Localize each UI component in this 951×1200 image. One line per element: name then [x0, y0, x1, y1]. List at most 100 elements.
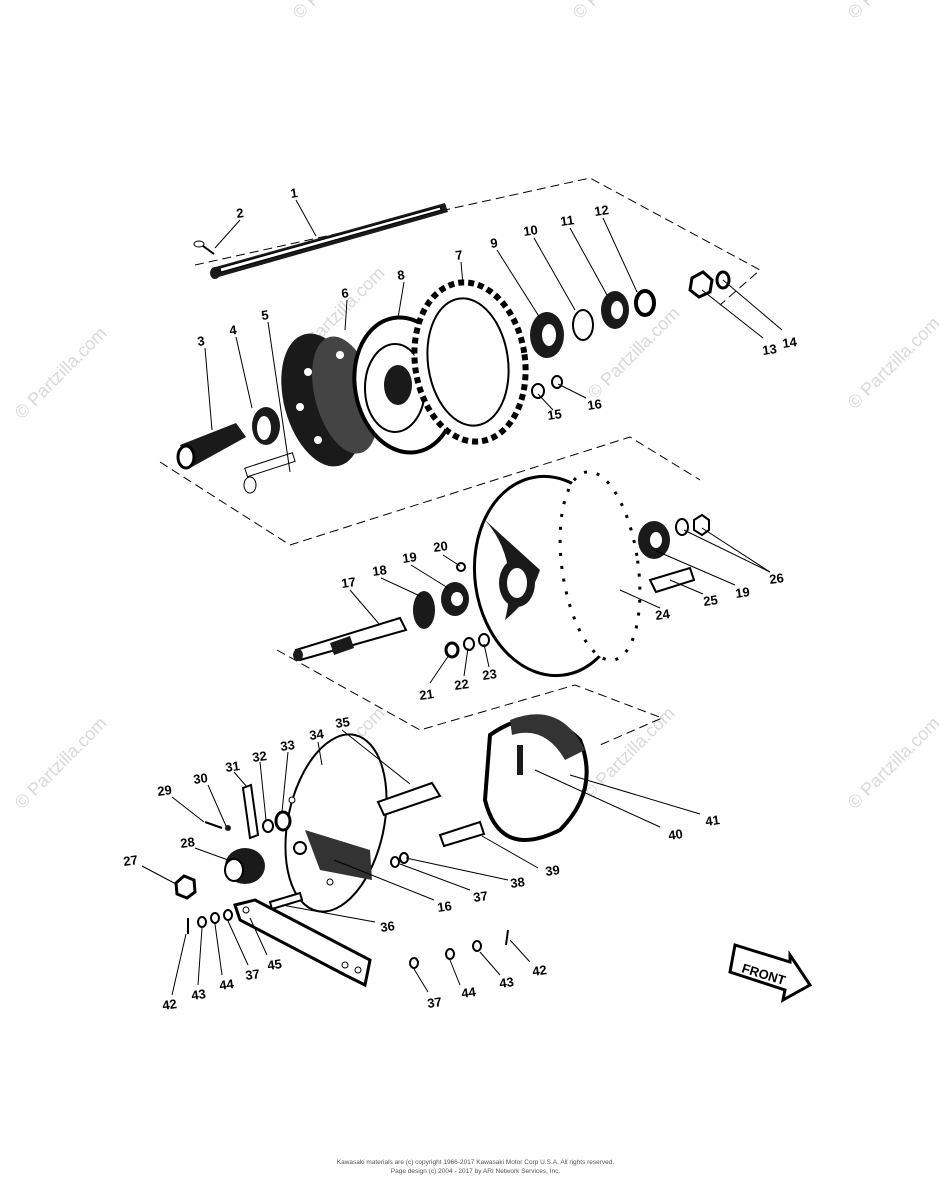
- brake-shoes: [482, 714, 589, 842]
- callouts: 2 1 3 4 5 6 8 7 9 10 11 12 13 14 15 16 1…: [122, 185, 798, 1013]
- bearing: [601, 291, 629, 329]
- rear-axle: [210, 203, 448, 279]
- cotter-pin: [505, 929, 509, 946]
- callout: 12: [593, 202, 609, 219]
- collar: [413, 591, 435, 629]
- callout: 39: [544, 862, 560, 879]
- callout: 18: [371, 562, 387, 579]
- callout: 29: [156, 782, 172, 799]
- page-design-line: Page design (c) 2004 - 2017 by ARI Netwo…: [390, 1168, 561, 1175]
- axle-sleeve: [176, 423, 246, 470]
- callout: 44: [218, 976, 235, 993]
- nut: [693, 513, 710, 537]
- frame-hub: [159, 436, 701, 546]
- callout: 2: [235, 205, 244, 221]
- cotter-pin: [193, 240, 215, 255]
- callout: 10: [522, 222, 538, 239]
- nut: [551, 375, 563, 389]
- callout: 16: [436, 898, 452, 915]
- callout: 41: [704, 812, 720, 829]
- callout: 37: [244, 966, 260, 983]
- callout: 44: [460, 984, 477, 1001]
- frame-wheel: [276, 649, 664, 746]
- torque-link: [233, 898, 372, 988]
- callout: 33: [279, 737, 295, 754]
- callout: 40: [667, 826, 683, 843]
- callout: 30: [192, 770, 208, 787]
- callout: 19: [734, 584, 750, 601]
- bolt: [268, 891, 304, 911]
- brake-lever: [241, 783, 260, 840]
- callout: 26: [768, 570, 784, 587]
- watermark: © Partzilla.com: [584, 303, 684, 403]
- callout: 38: [509, 874, 525, 891]
- callout: 43: [190, 986, 206, 1003]
- callout: 28: [179, 834, 195, 851]
- watermark: © Partzilla.com: [11, 323, 111, 423]
- axle-nut: [688, 270, 714, 299]
- callout: 16: [586, 396, 602, 413]
- washer: [445, 948, 455, 960]
- callout: 25: [702, 592, 718, 609]
- part-drawings: FRONT: [174, 203, 813, 1003]
- washer: [463, 637, 475, 651]
- callout: 13: [761, 341, 777, 358]
- callout: 23: [481, 666, 497, 683]
- lock-washer: [531, 383, 545, 399]
- watermark: © Partzilla.com: [844, 713, 944, 813]
- nut: [225, 825, 231, 831]
- nut: [409, 957, 419, 969]
- callout: 5: [260, 307, 269, 323]
- hub-axle: [293, 616, 408, 662]
- nut: [444, 641, 460, 659]
- collar: [634, 289, 656, 317]
- grease-nipple: [456, 562, 466, 572]
- callout: 6: [340, 285, 349, 301]
- callout: 11: [559, 212, 575, 229]
- bearing: [530, 312, 564, 358]
- nut: [174, 874, 197, 900]
- leader-lines: [141, 199, 783, 996]
- callout: 15: [546, 406, 562, 423]
- nut: [390, 856, 400, 868]
- callout: 35: [334, 714, 350, 731]
- washer: [197, 916, 207, 928]
- sprocket: [411, 279, 529, 445]
- watermark: © Partzilla.com: [579, 703, 679, 803]
- callout: 14: [781, 334, 798, 351]
- washer: [675, 518, 689, 536]
- wheel-hub: [472, 470, 642, 678]
- callout: 20: [432, 538, 448, 555]
- callout: 31: [224, 758, 240, 775]
- seal: [274, 810, 292, 832]
- washer: [210, 912, 220, 924]
- watermark: © Partzilla.com: [569, 0, 669, 23]
- bolt: [243, 452, 296, 494]
- callout: 17: [340, 574, 356, 591]
- collar: [224, 848, 265, 884]
- callout: 1: [289, 185, 298, 201]
- callout: 32: [251, 748, 267, 765]
- front-arrow: FRONT: [728, 943, 813, 1003]
- watermark: © Partzilla.com: [289, 0, 389, 23]
- watermark: © Partzilla.com: [844, 0, 944, 23]
- washer: [262, 819, 274, 833]
- callout: 42: [531, 962, 547, 979]
- collar: [252, 407, 280, 445]
- screw: [204, 821, 223, 829]
- callout: 27: [122, 852, 138, 869]
- callout: 45: [266, 956, 282, 973]
- callout: 37: [472, 888, 488, 905]
- callout: 36: [379, 918, 395, 935]
- watermark: © Partzilla.com: [11, 713, 111, 813]
- nut: [223, 909, 233, 921]
- brake-cam: [376, 781, 442, 817]
- washer: [472, 940, 482, 952]
- callout: 34: [308, 726, 325, 743]
- callout: 24: [654, 606, 671, 623]
- bearing: [441, 582, 469, 616]
- callout: 43: [498, 974, 514, 991]
- callout: 4: [228, 322, 238, 338]
- callout: 8: [396, 267, 405, 283]
